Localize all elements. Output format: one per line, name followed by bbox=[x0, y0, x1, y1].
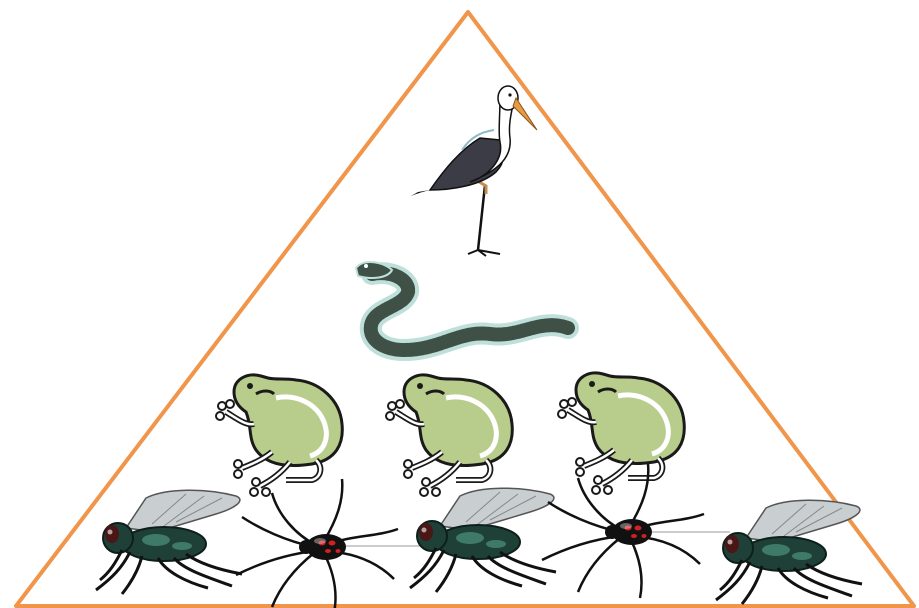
frog-icon bbox=[216, 375, 342, 496]
frog-icon bbox=[558, 373, 684, 494]
fly-icon bbox=[96, 490, 242, 594]
snake-icon bbox=[356, 262, 568, 350]
spider-icon bbox=[236, 479, 398, 608]
fly-icon bbox=[410, 488, 556, 592]
fly-icon bbox=[716, 500, 862, 604]
stork-icon bbox=[410, 86, 537, 256]
spider-icon bbox=[542, 464, 704, 598]
frog-icon bbox=[386, 375, 512, 496]
